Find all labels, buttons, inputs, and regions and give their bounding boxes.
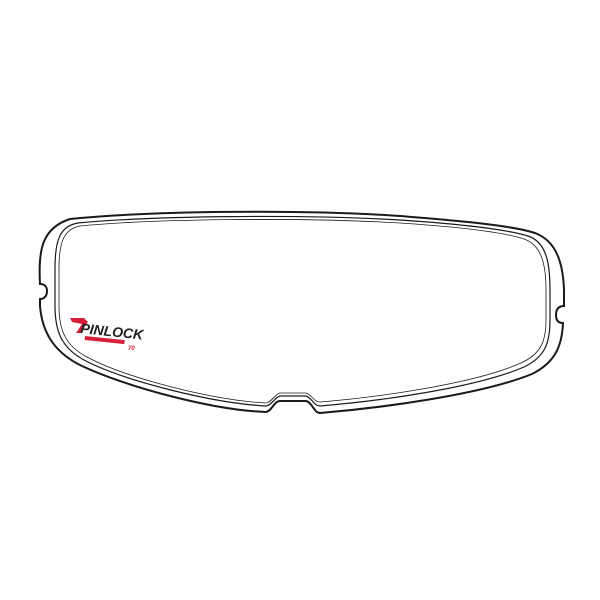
visor-outer-outline [38,210,565,415]
pinlock-red-band [84,336,125,345]
visor-inner-outline-2 [58,219,547,404]
visor-inner-outline [54,215,551,407]
pinlock-logo-text: PINLOCK [80,320,145,343]
pinlock-logo: PINLOCK 70 [70,318,145,352]
pinlock-badge: 70 [128,346,135,352]
pinlock-swoosh-icon [70,318,88,333]
